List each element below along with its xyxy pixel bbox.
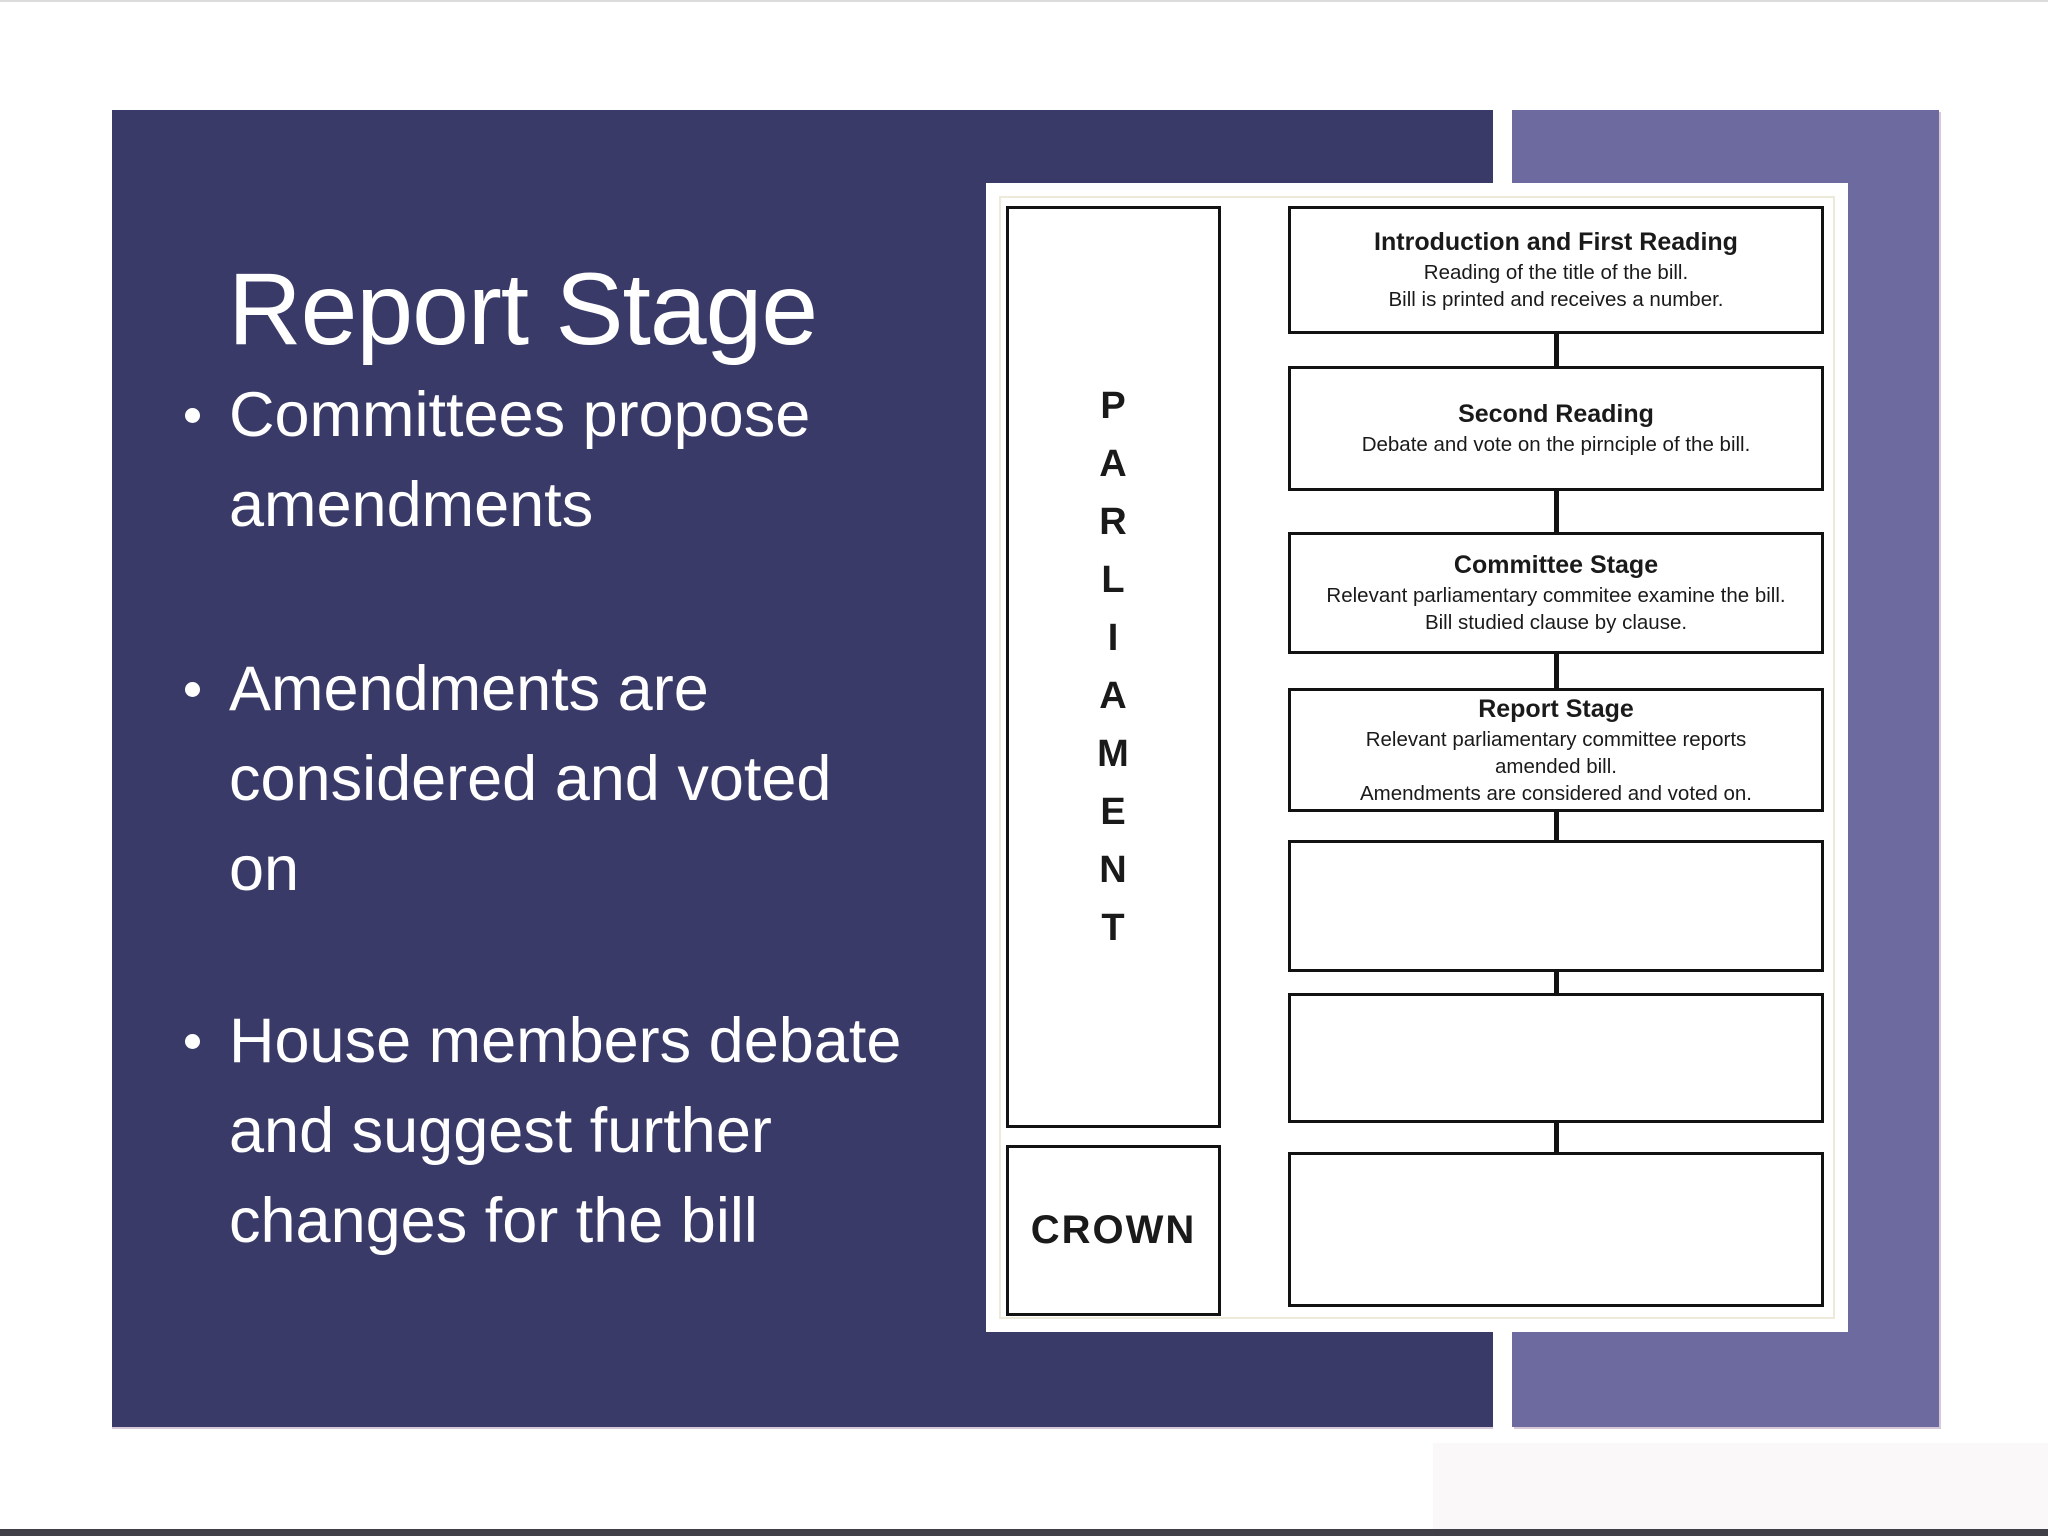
flow-connector: [1554, 652, 1559, 690]
stage-box-second-reading: Second Reading Debate and vote on the pi…: [1288, 366, 1824, 491]
stage-box-empty-3: [1288, 1152, 1824, 1307]
flow-connector: [1554, 332, 1559, 368]
stage-box-body: Debate and vote on the pirnciple of the …: [1361, 433, 1751, 456]
bullet-text: Committees propose amendments: [229, 380, 811, 540]
stage-box-empty-2: [1288, 993, 1824, 1123]
bullet-item-1: Committees propose amendments: [185, 370, 915, 550]
flowchart-panel: P A R L I A M E N T CROWN Introduction a…: [986, 183, 1848, 1332]
stage-box-title: Report Stage: [1478, 694, 1634, 723]
bullet-item-3: House members debate and suggest further…: [185, 996, 915, 1266]
stage-box-body: Relevant parliamentary committee reports…: [1359, 727, 1753, 805]
bullet-dot: [185, 682, 200, 697]
flow-connector: [1554, 489, 1559, 534]
slide-title: Report Stage: [228, 252, 818, 367]
parliament-box: P A R L I A M E N T: [1006, 206, 1221, 1128]
flowchart-inner-border: [999, 196, 1835, 1319]
bullet-list: Committees propose amendments Amendments…: [185, 370, 915, 1266]
stage-box-committee-stage: Committee Stage Relevant parliamentary c…: [1288, 532, 1824, 654]
crown-label: CROWN: [1030, 1208, 1197, 1252]
parliament-label: P A R L I A M E N T: [1097, 385, 1130, 949]
flow-connector: [1554, 1121, 1559, 1154]
page-top-hairline: [0, 0, 2048, 2]
stage-box-title: Committee Stage: [1453, 551, 1659, 579]
stage-box-title: Second Reading: [1458, 400, 1654, 428]
flow-connector: [1554, 970, 1559, 995]
bullet-item-2: Amendments are considered and voted on: [185, 644, 915, 914]
stage-box-body: Reading of the title of the bill. Bill i…: [1388, 261, 1724, 311]
stage-box-report-stage: Report Stage Relevant parliamentary comm…: [1288, 688, 1824, 812]
flow-connector: [1554, 810, 1559, 842]
stage-box-title: Introduction and First Reading: [1374, 228, 1738, 256]
bullet-dot: [185, 408, 200, 423]
bullet-dot: [185, 1034, 200, 1049]
bullet-text: Amendments are considered and voted on: [229, 654, 832, 904]
bottom-edge-bar: [0, 1529, 2048, 1536]
bottom-right-shade: [1433, 1443, 2048, 1530]
crown-box: CROWN: [1006, 1145, 1221, 1316]
stage-box-empty-1: [1288, 840, 1824, 972]
stage-box-body: Relevant parliamentary commitee examine …: [1326, 584, 1786, 634]
stage-box-introduction-first-reading: Introduction and First Reading Reading o…: [1288, 206, 1824, 334]
bullet-text: House members debate and suggest further…: [229, 1006, 902, 1256]
